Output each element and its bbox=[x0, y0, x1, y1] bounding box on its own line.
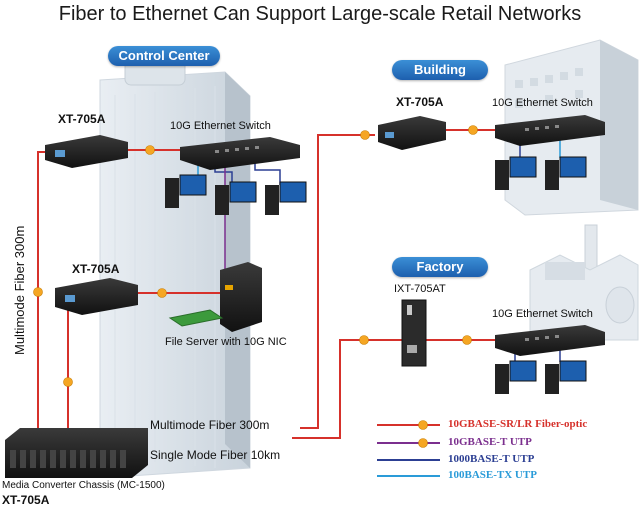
label-fiber-vertical: Multimode Fiber 300m bbox=[12, 225, 27, 355]
media-converter-chassis bbox=[5, 428, 148, 478]
legend-swatches bbox=[377, 420, 440, 477]
label-xt705a-top: XT-705A bbox=[58, 112, 106, 126]
factory-building bbox=[529, 224, 639, 341]
switch-building bbox=[495, 115, 605, 146]
label-xt705a-mid: XT-705A bbox=[72, 262, 120, 276]
converter-xt705a-building bbox=[378, 116, 446, 150]
converter-xt705a-mid bbox=[55, 278, 138, 315]
label-ixt705at: IXT-705AT bbox=[394, 283, 446, 295]
pc-group-factory bbox=[495, 360, 587, 394]
label-xt705a-building: XT-705A bbox=[396, 95, 444, 109]
fiber-connectors bbox=[33, 125, 478, 387]
label-chassis-model: XT-705A bbox=[2, 493, 50, 507]
pc-group-building bbox=[495, 156, 587, 190]
control-center-tower bbox=[99, 49, 251, 477]
legend-fiber: 10GBASE-SR/LR Fiber-optic bbox=[448, 418, 588, 430]
legend-10gbase-t: 10GBASE-T UTP bbox=[448, 436, 532, 448]
diagram-title: Fiber to Ethernet Can Support Large-scal… bbox=[58, 3, 582, 25]
label-fiber-single-mode: Single Mode Fiber 10km bbox=[150, 448, 281, 462]
converter-ixt705at bbox=[401, 299, 427, 367]
pc-group-control-center bbox=[165, 174, 307, 215]
legend-100base-tx: 100BASE-TX UTP bbox=[448, 469, 537, 481]
label-switch-control-center: 10G Ethernet Switch bbox=[170, 120, 271, 132]
zone-building: Building bbox=[392, 60, 488, 80]
switch-factory bbox=[495, 325, 605, 356]
file-server bbox=[168, 262, 262, 332]
label-file-server: File Server with 10G NIC bbox=[165, 336, 287, 348]
label-fiber-multimode: Multimode Fiber 300m bbox=[150, 418, 270, 432]
zone-control-center: Control Center bbox=[108, 46, 220, 66]
legend-1000base-t: 1000BASE-T UTP bbox=[448, 453, 535, 465]
switch-control-center bbox=[180, 137, 300, 170]
label-switch-factory: 10G Ethernet Switch bbox=[492, 308, 593, 320]
label-switch-building: 10G Ethernet Switch bbox=[492, 97, 593, 109]
converter-xt705a-top bbox=[45, 135, 128, 168]
label-chassis: Media Converter Chassis (MC-1500) bbox=[2, 480, 165, 491]
zone-factory: Factory bbox=[392, 257, 488, 277]
